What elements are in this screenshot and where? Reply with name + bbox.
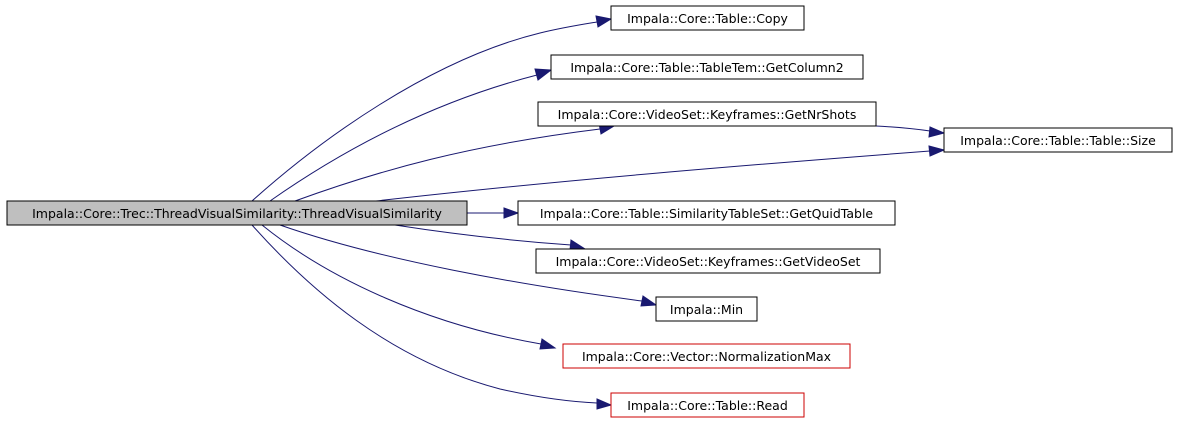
call-edge <box>375 150 931 202</box>
call-edge <box>294 128 601 202</box>
callee-node-box[interactable] <box>943 127 1173 153</box>
callee-node-label[interactable]: Impala::Core::Table::Copy <box>627 11 788 26</box>
call-edges <box>251 15 946 410</box>
callee-node-box[interactable] <box>550 54 864 80</box>
graph-nodes: Impala::Core::Trec::ThreadVisualSimilari… <box>6 5 1173 418</box>
arrow-head-icon <box>503 207 520 219</box>
root-node-label: Impala::Core::Trec::ThreadVisualSimilari… <box>32 206 442 221</box>
callee-node[interactable]: Impala::Core::VideoSet::Keyframes::GetNr… <box>537 101 877 127</box>
arrow-head-icon <box>640 295 658 307</box>
arrow-head-icon <box>928 126 946 138</box>
root-node: Impala::Core::Trec::ThreadVisualSimilari… <box>6 200 468 226</box>
callee-node-box[interactable] <box>537 101 877 127</box>
call-edge <box>875 125 931 132</box>
call-edge <box>251 224 598 404</box>
callee-node-box[interactable] <box>535 248 881 274</box>
arrow-head-icon <box>539 338 557 350</box>
callee-node-box[interactable] <box>562 343 851 369</box>
callee-node-box[interactable] <box>517 200 896 226</box>
callee-node[interactable]: Impala::Core::Table::Copy <box>610 5 805 31</box>
arrow-head-icon <box>595 15 613 28</box>
callee-node-box[interactable] <box>610 5 805 31</box>
callee-node[interactable]: Impala::Core::Table::Table::Size <box>943 127 1173 153</box>
arrow-head-icon <box>534 68 553 81</box>
callee-node-label[interactable]: Impala::Core::VideoSet::Keyframes::GetVi… <box>556 254 861 269</box>
callee-node[interactable]: Impala::Core::Table::Read <box>610 392 805 418</box>
callee-node-box[interactable] <box>610 392 805 418</box>
callee-node-label[interactable]: Impala::Core::Table::Table::Size <box>960 133 1156 148</box>
callee-node[interactable]: Impala::Core::Table::TableTem::GetColumn… <box>550 54 864 80</box>
callee-node-label[interactable]: Impala::Core::Table::TableTem::GetColumn… <box>570 60 843 75</box>
callee-node-label[interactable]: Impala::Core::VideoSet::Keyframes::GetNr… <box>558 107 857 122</box>
callee-node-label[interactable]: Impala::Core::Table::Read <box>627 398 788 413</box>
call-edge <box>269 74 538 202</box>
call-edge <box>251 21 598 202</box>
call-edge <box>261 224 542 345</box>
callee-node[interactable]: Impala::Core::VideoSet::Keyframes::GetVi… <box>535 248 881 274</box>
callee-node[interactable]: Impala::Core::Table::SimilarityTableSet:… <box>517 200 896 226</box>
callee-node[interactable]: Impala::Min <box>655 296 758 322</box>
callee-node[interactable]: Impala::Core::Vector::NormalizationMax <box>562 343 851 369</box>
call-edge <box>279 224 643 302</box>
callee-node-label[interactable]: Impala::Core::Table::SimilarityTableSet:… <box>540 206 874 221</box>
root-node-box <box>6 200 468 226</box>
callee-node-label[interactable]: Impala::Min <box>670 302 743 317</box>
arrow-head-icon <box>928 145 946 157</box>
callee-node-label[interactable]: Impala::Core::Vector::NormalizationMax <box>582 349 831 364</box>
callee-node-box[interactable] <box>655 296 758 322</box>
arrow-head-icon <box>596 398 613 410</box>
call-edge <box>394 224 572 246</box>
